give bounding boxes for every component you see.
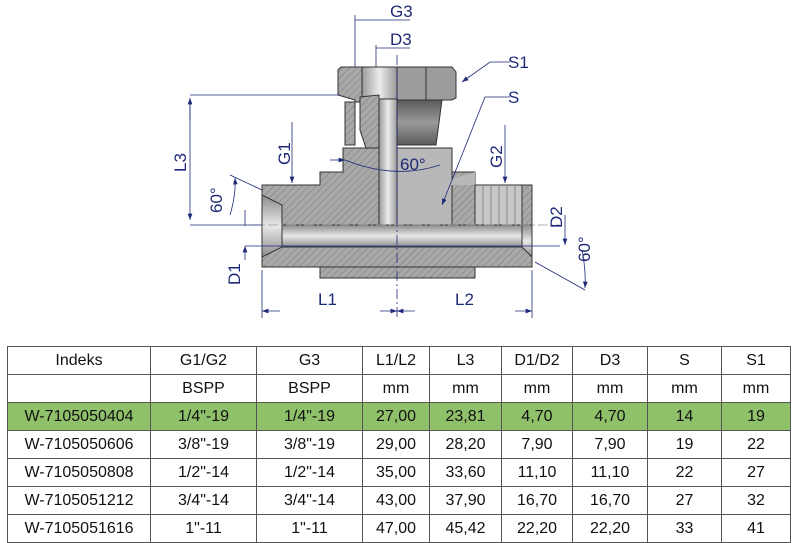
unit-cell: mm bbox=[501, 374, 573, 403]
table-cell: 1"-11 bbox=[256, 514, 363, 543]
table-cell: 19 bbox=[721, 402, 791, 431]
table-cell: 1"-11 bbox=[150, 514, 257, 543]
dimension-labels: G3 D3 S1 S L3 G1 G2 60° 60° 60° D2 D1 L1… bbox=[171, 2, 594, 309]
table-cell: 29,00 bbox=[362, 430, 430, 459]
table-cell: 3/4"-14 bbox=[150, 486, 257, 515]
table-cell: 41 bbox=[721, 514, 791, 543]
table-cell: 43,00 bbox=[362, 486, 430, 515]
unit-cell: mm bbox=[647, 374, 722, 403]
tee-fitting-drawing: G3 D3 S1 S L3 G1 G2 60° 60° 60° D2 D1 L1… bbox=[171, 2, 594, 318]
column-header: L3 bbox=[429, 346, 502, 375]
table-cell: 3/8"-19 bbox=[150, 430, 257, 459]
table-cell: 16,70 bbox=[501, 486, 573, 515]
table-cell: 47,00 bbox=[362, 514, 430, 543]
label-angle-right: 60° bbox=[575, 236, 594, 262]
column-header: D1/D2 bbox=[501, 346, 573, 375]
table-cell: 7,90 bbox=[572, 430, 648, 459]
table-cell: 22,20 bbox=[572, 514, 648, 543]
label-l3: L3 bbox=[171, 153, 190, 172]
label-g1: G1 bbox=[275, 142, 294, 165]
table-cell: 11,10 bbox=[572, 458, 648, 487]
label-s1: S1 bbox=[508, 53, 529, 72]
table-cell: 1/4"-19 bbox=[256, 402, 363, 431]
table-cell: 1/4"-19 bbox=[150, 402, 257, 431]
table-cell: 27 bbox=[721, 458, 791, 487]
column-header: L1/L2 bbox=[362, 346, 430, 375]
table-cell: W-7105050808 bbox=[7, 458, 151, 487]
table-cell: 28,20 bbox=[429, 430, 502, 459]
table-cell: 4,70 bbox=[572, 402, 648, 431]
column-header: Indeks bbox=[7, 346, 151, 375]
table-cell: 33 bbox=[647, 514, 722, 543]
unit-cell: mm bbox=[721, 374, 791, 403]
label-d1: D1 bbox=[225, 263, 244, 285]
table-cell: 22 bbox=[647, 458, 722, 487]
label-d2: D2 bbox=[547, 206, 566, 228]
table-cell: 35,00 bbox=[362, 458, 430, 487]
unit-cell: BSPP bbox=[256, 374, 363, 403]
table-cell: 32 bbox=[721, 486, 791, 515]
label-angle-mid: 60° bbox=[400, 155, 426, 174]
table-cell: 11,10 bbox=[501, 458, 573, 487]
table-cell: 3/4"-14 bbox=[256, 486, 363, 515]
table-cell: 7,90 bbox=[501, 430, 573, 459]
table-cell: 1/2"-14 bbox=[256, 458, 363, 487]
label-d3: D3 bbox=[390, 30, 412, 49]
label-angle-left: 60° bbox=[207, 187, 226, 213]
table-cell: 27,00 bbox=[362, 402, 430, 431]
column-header: S bbox=[647, 346, 722, 375]
table-cell: 23,81 bbox=[429, 402, 502, 431]
unit-cell: mm bbox=[362, 374, 430, 403]
label-s: S bbox=[508, 88, 519, 107]
table-cell: 19 bbox=[647, 430, 722, 459]
table-cell: W-7105050404 bbox=[7, 402, 151, 431]
label-g3: G3 bbox=[390, 2, 413, 21]
table-cell: W-7105051212 bbox=[7, 486, 151, 515]
table-cell: 33,60 bbox=[429, 458, 502, 487]
table-cell: 45,42 bbox=[429, 514, 502, 543]
column-header: D3 bbox=[572, 346, 648, 375]
table-cell: W-7105050606 bbox=[7, 430, 151, 459]
table-cell: 22 bbox=[721, 430, 791, 459]
table-cell: W-7105051616 bbox=[7, 514, 151, 543]
unit-cell: mm bbox=[429, 374, 502, 403]
table-cell: 14 bbox=[647, 402, 722, 431]
table-cell: 1/2"-14 bbox=[150, 458, 257, 487]
column-header: G1/G2 bbox=[150, 346, 257, 375]
table-cell: 27 bbox=[647, 486, 722, 515]
unit-cell bbox=[7, 374, 151, 403]
table-cell: 4,70 bbox=[501, 402, 573, 431]
table-cell: 3/8"-19 bbox=[256, 430, 363, 459]
label-l2: L2 bbox=[455, 290, 474, 309]
column-header: S1 bbox=[721, 346, 791, 375]
unit-cell: mm bbox=[572, 374, 648, 403]
column-header: G3 bbox=[256, 346, 363, 375]
table-cell: 37,90 bbox=[429, 486, 502, 515]
table-cell: 22,20 bbox=[501, 514, 573, 543]
table-cell: 16,70 bbox=[572, 486, 648, 515]
label-g2: G2 bbox=[487, 145, 506, 168]
label-l1: L1 bbox=[318, 290, 337, 309]
unit-cell: BSPP bbox=[150, 374, 257, 403]
